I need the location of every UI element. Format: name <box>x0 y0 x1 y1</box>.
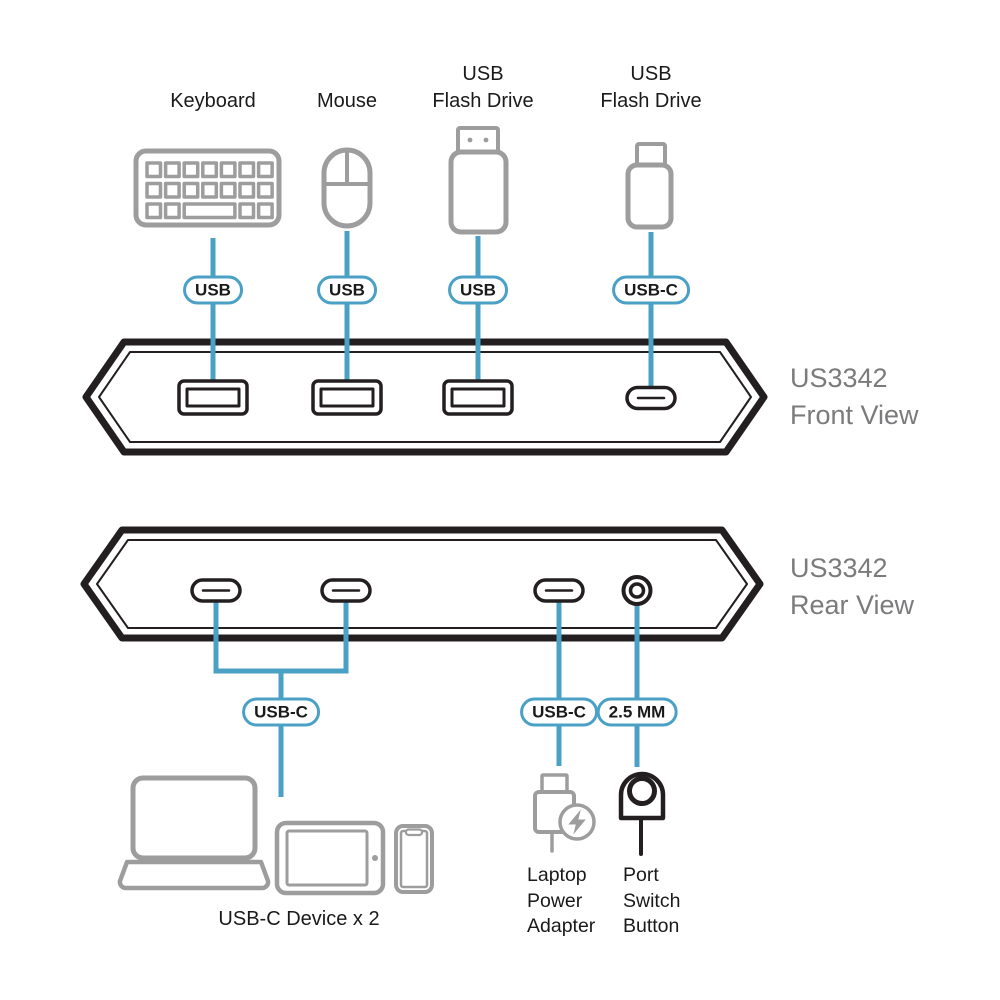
badge-usb-mouse: USB <box>317 275 377 305</box>
port-switch-button-label: Port Switch Button <box>623 864 681 937</box>
usb-c-port-rear-3 <box>533 578 585 603</box>
badge-usb-flash-drive: USB <box>448 275 508 305</box>
badge-2-5mm: 2.5 MM <box>596 697 678 727</box>
usb-c-port-rear-2 <box>320 578 372 603</box>
mouse-icon <box>321 147 373 229</box>
tablet-icon <box>274 820 386 896</box>
usb-flash-drive-label: USB Flash Drive <box>432 63 534 112</box>
phone-icon <box>394 824 434 894</box>
front-view-label: US3342 Front View <box>790 363 919 430</box>
usb-c-port-rear-1 <box>190 578 242 603</box>
usb-c-flash-drive-label: USB Flash Drive <box>600 63 702 112</box>
badge-usb-c-power: USB-C <box>520 697 598 727</box>
usb-a-port-2 <box>311 379 383 416</box>
keyboard-label: Keyboard <box>170 90 256 112</box>
rear-view-label: US3342 Rear View <box>790 553 915 620</box>
front-view-device <box>82 338 768 456</box>
audio-jack-port-2-5mm <box>621 575 653 606</box>
keyboard-icon <box>133 148 282 228</box>
laptop-power-adapter-label: Laptop Power Adapter <box>527 864 596 937</box>
lightning-bolt-icon <box>568 809 586 835</box>
usb-flash-drive-icon <box>448 126 509 235</box>
mouse-label: Mouse <box>316 90 378 112</box>
usb-a-port-3 <box>442 379 514 416</box>
port-switch-button-icon <box>618 771 666 856</box>
usb-c-flash-drive-icon <box>625 142 674 230</box>
usb-c-device-label: USB-C Device x 2 <box>218 908 380 930</box>
badge-usb-c-devices: USB-C <box>242 697 320 727</box>
usb-c-port-front <box>625 385 677 411</box>
connection-lines <box>210 231 654 797</box>
laptop-icon <box>117 775 271 891</box>
badge-usb-c-flash-drive: USB-C <box>612 275 690 305</box>
power-adapter-icon <box>533 773 596 853</box>
badge-usb-keyboard: USB <box>183 275 243 305</box>
rear-view-device <box>80 526 764 642</box>
usb-a-port-1 <box>177 379 249 416</box>
